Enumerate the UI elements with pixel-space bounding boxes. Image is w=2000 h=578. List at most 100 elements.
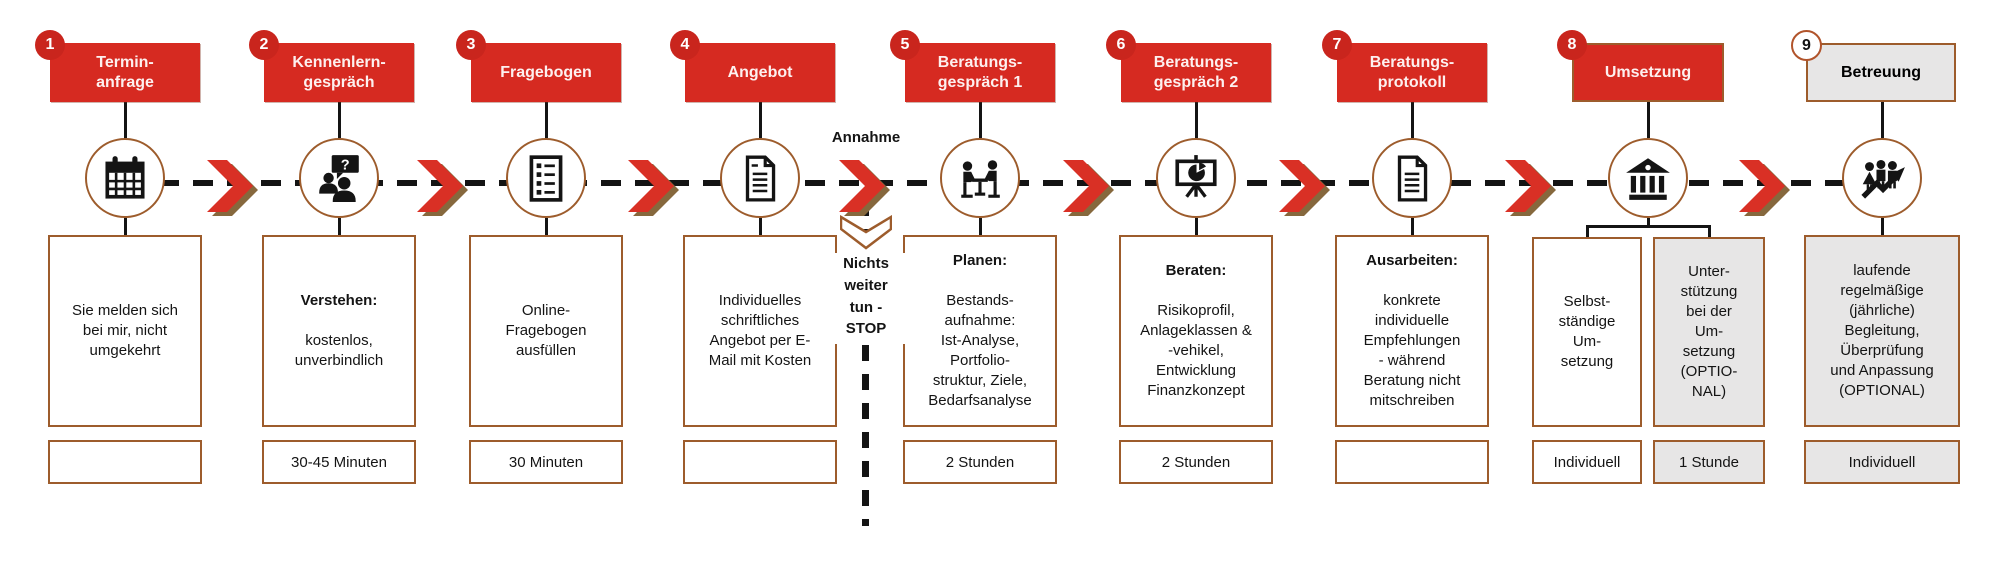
step-description-box: laufende regelmäßige (jährliche) Begleit… xyxy=(1804,235,1960,427)
step-icon-circle xyxy=(85,138,165,218)
connector-line xyxy=(1410,102,1414,138)
flow-arrow-icon xyxy=(1063,160,1115,217)
connector-line xyxy=(1410,218,1414,235)
step-description: Individuelles schriftliches Angebot per … xyxy=(708,292,812,369)
step-icon-circle xyxy=(1156,138,1236,218)
branch-duration-box: 1 Stunde xyxy=(1653,440,1765,484)
document-icon xyxy=(735,153,785,203)
step-number-badge: 4 xyxy=(670,30,700,60)
branch-box-support: Unter- stützung bei der Um- setzung (OPT… xyxy=(1653,237,1765,427)
calendar-icon xyxy=(100,153,150,203)
step-title: Fragebogen xyxy=(471,43,621,102)
step-icon-circle xyxy=(1842,138,1922,218)
connector-line xyxy=(1194,102,1198,138)
step-duration-box: Individuell xyxy=(1804,440,1960,484)
step-description-heading: Ausarbeiten: xyxy=(1366,252,1458,270)
step-description-heading: Planen: xyxy=(952,252,1008,270)
step-number-badge: 1 xyxy=(35,30,65,60)
step-description-box: Verstehen: kostenlos, unverbindlich xyxy=(262,235,416,427)
connector-line xyxy=(1194,218,1198,235)
step-description: laufende regelmäßige (jährliche) Begleit… xyxy=(1830,262,1934,399)
chevron-down-icon xyxy=(840,215,892,250)
step-icon-circle: ? xyxy=(299,138,379,218)
branch-box-self: Selbst- ständige Um- setzung xyxy=(1532,237,1642,427)
branch-duration-box: Individuell xyxy=(1532,440,1642,484)
step-duration-box: 30 Minuten xyxy=(469,440,623,484)
connector-line xyxy=(123,102,127,138)
step-2: 2 Kennenlern- gespräch ? Verstehen: kost… xyxy=(249,30,416,578)
step-icon-circle xyxy=(1608,138,1688,218)
connector-line xyxy=(1880,102,1884,138)
connector-line xyxy=(544,102,548,138)
connector-line xyxy=(544,218,548,235)
flow-arrow-icon xyxy=(1505,160,1557,217)
flow-arrow-icon xyxy=(1279,160,1331,217)
connector-line xyxy=(1646,102,1650,138)
step-number-badge: 7 xyxy=(1322,30,1352,60)
step-description: kostenlos, unverbindlich xyxy=(294,332,384,369)
step-number-badge: 2 xyxy=(249,30,279,60)
step-description: konkrete individuelle Empfehlungen - wäh… xyxy=(1363,292,1461,409)
document-icon xyxy=(1387,153,1437,203)
branch-description: Selbst- ständige Um- setzung xyxy=(1558,293,1616,370)
step-3: 3 Fragebogen Online- Fragebogen ausfülle… xyxy=(456,30,623,578)
connector-line xyxy=(1646,218,1650,227)
step-9: 9 Betreuung xyxy=(1791,30,1960,578)
step-icon-circle xyxy=(720,138,800,218)
step-icon-circle xyxy=(1372,138,1452,218)
step-description-box: Beraten: Risikoprofil, Anlageklassen & -… xyxy=(1119,235,1273,427)
step-4: 4 Angebot Individuelles schriftliches An… xyxy=(670,30,837,578)
step-title: Kennenlern- gespräch xyxy=(264,43,414,102)
connector-line xyxy=(978,102,982,138)
step-5: 5 Beratungs- gespräch 1 Planen: Bestand xyxy=(890,30,1057,578)
step-title: Umsetzung xyxy=(1572,43,1724,102)
step-description-heading: Verstehen: xyxy=(300,292,378,310)
step-number-badge: 6 xyxy=(1106,30,1136,60)
step-description-box: Planen: Bestands- aufnahme: Ist-Analyse,… xyxy=(903,235,1057,427)
step-description-heading: Beraten: xyxy=(1165,262,1227,280)
step-description: Bestands- aufnahme: Ist-Analyse, Portfol… xyxy=(928,292,1032,409)
step-duration-box: 2 Stunden xyxy=(1119,440,1273,484)
step-number-badge: 3 xyxy=(456,30,486,60)
step-8: 8 Umsetzung Selbst- ständige Um- setzung xyxy=(1531,30,1765,578)
step-description-box: Individuelles schriftliches Angebot per … xyxy=(683,235,837,427)
flow-arrow-icon xyxy=(628,160,680,217)
step-title: Termin- anfrage xyxy=(50,43,200,102)
connector-line xyxy=(758,218,762,235)
people-growth-icon xyxy=(1857,153,1907,203)
flow-arrow-icon xyxy=(1739,160,1791,217)
step-icon-circle xyxy=(940,138,1020,218)
bank-icon xyxy=(1623,153,1673,203)
connector-line xyxy=(337,102,341,138)
flow-arrow-icon xyxy=(839,160,891,217)
step-title: Beratungs- gespräch 2 xyxy=(1121,43,1271,102)
flow-arrow-icon xyxy=(207,160,259,217)
connector-line xyxy=(123,218,127,235)
people-question-icon: ? xyxy=(314,153,364,203)
checklist-icon xyxy=(521,153,571,203)
step-duration-box xyxy=(48,440,202,484)
step-6: 6 Beratungs- gespräch 2 Beraten: Risikop… xyxy=(1106,30,1273,578)
step-description-box: Online- Fragebogen ausfüllen xyxy=(469,235,623,427)
step-title: Betreuung xyxy=(1806,43,1956,102)
svg-text:?: ? xyxy=(341,158,350,174)
step-number-badge: 8 xyxy=(1557,30,1587,60)
step-duration-box: 2 Stunden xyxy=(903,440,1057,484)
step-description-box: Sie melden sich bei mir, nicht umgekehrt xyxy=(48,235,202,427)
connector-line xyxy=(337,218,341,235)
step-duration-box xyxy=(1335,440,1489,484)
step-title: Beratungs- gespräch 1 xyxy=(905,43,1055,102)
step-duration-box: 30-45 Minuten xyxy=(262,440,416,484)
step-description-box: Ausarbeiten: konkrete individuelle Empfe… xyxy=(1335,235,1489,427)
step-1: 1 Termin- anfrage Sie melden sich bei mi… xyxy=(35,30,202,578)
connector-line xyxy=(758,102,762,138)
meeting-icon xyxy=(955,153,1005,203)
connector-line xyxy=(978,218,982,235)
stop-dashed-line xyxy=(862,200,869,526)
step-description: Sie melden sich bei mir, nicht umgekehrt xyxy=(72,302,178,359)
step-number-badge: 9 xyxy=(1791,30,1822,61)
branch-connector xyxy=(1586,225,1711,228)
presentation-icon xyxy=(1171,153,1221,203)
step-description: Risikoprofil, Anlageklassen & -vehikel, … xyxy=(1140,302,1252,399)
